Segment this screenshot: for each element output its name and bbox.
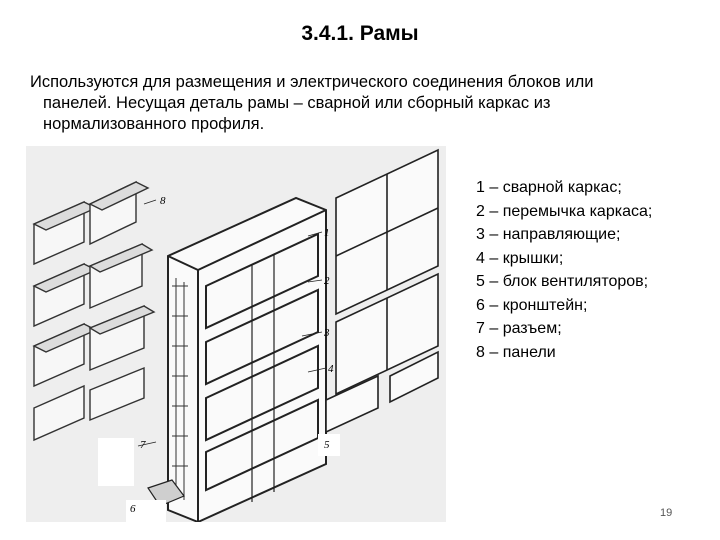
rack-frame-drawing: 1 2 3 4 5 6 7 8 — [26, 146, 446, 524]
label-patch — [318, 434, 340, 456]
legend-item: 1 – сварной каркас; — [476, 179, 622, 196]
legend-item: 5 – блок вентиляторов; — [476, 273, 649, 290]
legend-item: 3 – направляющие; — [476, 226, 621, 243]
callout-1: 1 — [324, 227, 330, 239]
slide-title: 3.4.1. Рамы — [301, 22, 419, 45]
legend-item: 8 – панели — [476, 343, 556, 361]
callout-3: 3 — [323, 327, 330, 339]
callout-7: 7 — [140, 439, 146, 451]
frame-group — [167, 196, 327, 524]
legend-item: 7 – разъем; — [476, 320, 562, 337]
intro-paragraph: Используются для размещения и электричес… — [30, 72, 690, 135]
legend-item: 4 – крышки; — [476, 249, 564, 267]
callout-6: 6 — [130, 503, 136, 515]
connector-strips — [172, 278, 188, 500]
callout-4: 4 — [328, 363, 334, 375]
label-patch — [126, 500, 166, 522]
legend-item: 2 – перемычка каркаса; — [476, 202, 653, 220]
callout-leaders — [137, 199, 327, 447]
legend-item: 6 – кронштейн; — [476, 296, 588, 314]
rack-frame-illustration: 1 2 3 4 5 6 7 8 — [26, 146, 446, 524]
paragraph-line: Используются для размещения и электричес… — [30, 73, 594, 91]
callout-2: 2 — [324, 275, 330, 287]
callout-5: 5 — [324, 439, 330, 451]
paragraph-line: нормализованного профиля. — [43, 115, 265, 133]
page-number: 19 — [660, 507, 673, 519]
callout-8: 8 — [160, 195, 166, 207]
paragraph-line: панелей. Несущая деталь рамы – сварной и… — [43, 94, 551, 112]
legend-list: 1 – сварной каркас; 2 – перемычка каркас… — [476, 176, 652, 364]
covers-group — [325, 148, 439, 434]
label-patch — [98, 438, 134, 486]
panels-group — [32, 180, 156, 442]
